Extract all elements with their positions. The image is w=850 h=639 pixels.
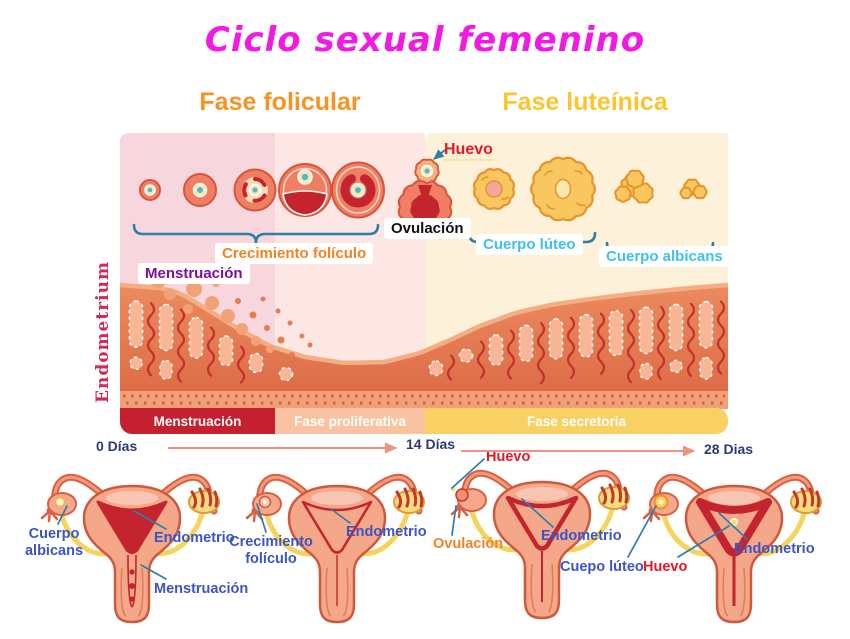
- uterus-ovulation-figure: [442, 452, 642, 630]
- fig4-label-huevo: Huevo: [643, 559, 688, 575]
- timeline-day-14: 14 Días: [406, 436, 456, 452]
- fig1-label-endometrio: Endometrio: [154, 530, 235, 546]
- phase-bar-secretoria: Fase secretoria: [425, 408, 728, 434]
- uterus-follicular-figure: [237, 456, 437, 634]
- label-huevo: Huevo: [442, 140, 495, 161]
- follicle-stages: [139, 156, 708, 235]
- cycle-chart: Huevo Ovulación Crecimiento folículo Cue…: [120, 133, 730, 409]
- label-menstruacion: Menstruación: [138, 263, 250, 284]
- fig3-label-ovulacion: Ovulación: [433, 536, 504, 552]
- chart-drawing: [120, 156, 728, 409]
- fig4-label-cuepo-luteo: Cuepo lúteo: [560, 559, 644, 575]
- uterus-luteal-figure: [634, 456, 834, 634]
- fig3-label-endometrio: Endometrio: [541, 528, 622, 544]
- phase-bar-menstruacion: Menstruación: [120, 408, 275, 434]
- phase-header-luteal: Fase luteínica: [502, 88, 668, 116]
- timeline-day-0: 0 Días: [96, 438, 138, 454]
- timeline-day-28: 28 Dias: [704, 441, 754, 457]
- endometrium-axis-label: Endometrium: [93, 261, 113, 403]
- uterus-illustration-ovulation: [449, 469, 630, 620]
- fig2-label-endometrio: Endometrio: [346, 524, 427, 540]
- phase-bar: Menstruación Fase proliferativa Fase sec…: [120, 408, 728, 434]
- page-title: Ciclo sexual femenino: [204, 20, 646, 60]
- fig1-label-cuerpo-albicans: Cuerpo albicans: [24, 526, 84, 559]
- label-crecimiento-foliculo: Crecimiento folículo: [215, 243, 374, 264]
- label-cuerpo-albicans: Cuerpo albicans: [599, 246, 730, 267]
- label-ovulacion: Ovulación: [384, 218, 471, 239]
- fig4-label-endometrio: Endometrio: [734, 541, 815, 557]
- label-cuerpo-luteo: Cuerpo lúteo: [476, 234, 583, 255]
- endometrium-glands: [128, 300, 726, 385]
- phase-header-follicular: Fase folicular: [199, 88, 361, 116]
- uterus-illustration-follicular: [245, 473, 425, 624]
- fig3-label-huevo: Huevo: [486, 449, 531, 465]
- phase-bar-proliferativa: Fase proliferativa: [275, 408, 425, 434]
- fig1-label-menstruacion: Menstruación: [154, 581, 249, 597]
- fig2-label-crecimiento-foliculo: Crecimiento folículo: [229, 534, 313, 567]
- endometrium-tissue: [120, 282, 728, 409]
- uterus-illustration-luteal: [642, 473, 822, 624]
